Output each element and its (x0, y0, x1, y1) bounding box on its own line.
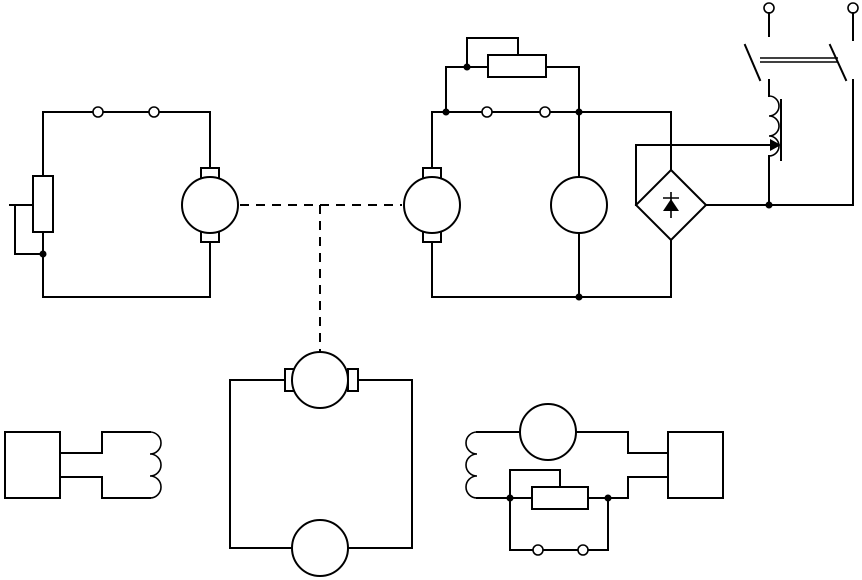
mechanical-coupling (240, 204, 402, 352)
left-switch-terminal-2 (148, 106, 160, 118)
center-field-rheostat (487, 54, 547, 78)
bottom-left-box (4, 431, 61, 499)
bottom-right-meter (519, 403, 577, 461)
bottom-right-rheostat (531, 486, 589, 510)
relay-terminal-1 (763, 2, 775, 14)
bottom-right-circuit (465, 403, 724, 556)
bottom-dc-motor (291, 351, 349, 409)
left-circuit (9, 106, 239, 298)
bottom-left-source (4, 431, 162, 499)
relay (743, 2, 859, 209)
bottom-right-switch-terminal-2 (577, 544, 589, 556)
relay-terminal-2 (847, 2, 859, 14)
center-switch-terminal-1 (481, 106, 493, 118)
center-dc-generator (403, 176, 461, 234)
bottom-load-meter (291, 519, 349, 577)
bottom-right-box (667, 431, 724, 499)
bridge-diode-symbol (663, 192, 679, 218)
center-circuit (403, 37, 772, 301)
bottom-right-switch-terminal-1 (532, 544, 544, 556)
left-switch-terminal-1 (92, 106, 104, 118)
center-switch-terminal-2 (539, 106, 551, 118)
bottom-center-circuit (229, 351, 413, 577)
left-dc-motor (181, 176, 239, 234)
left-rheostat (32, 175, 54, 233)
center-voltmeter (550, 176, 608, 234)
